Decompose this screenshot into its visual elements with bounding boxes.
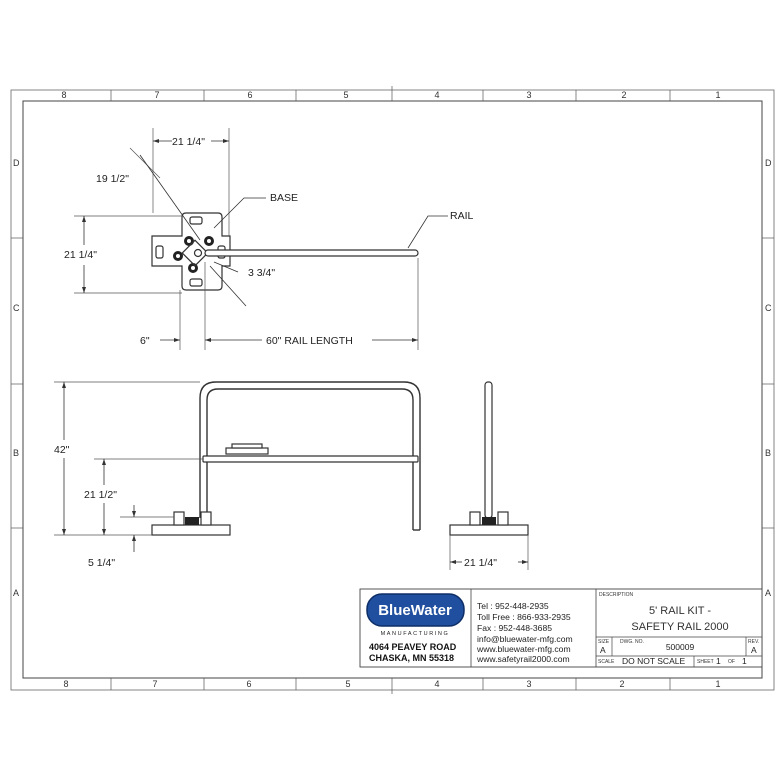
rail-pipe-outer [199,381,421,530]
scale-value: DO NOT SCALE [622,656,685,666]
zone-bottom-4: 4 [434,679,439,689]
address-line1: 4064 PEAVEY ROAD [369,642,457,652]
dim-rail-offset: 3 3/4" [248,267,275,279]
title-block: BlueWater MANUFACTURING 4064 PEAVEY ROAD… [359,588,763,668]
zone-top-3: 3 [526,90,531,100]
description-label: DESCRIPTION [599,592,634,598]
zone-labels-left: D C B A [13,158,20,598]
zone-left-b: B [13,448,19,458]
outer-frame [10,89,775,691]
scale-label: SCALE [598,659,615,665]
arrowheads-front [62,382,136,541]
side-view: 21 1/4" [449,381,529,570]
front-view: 42" 21 1/2" 5 1/4" [54,381,421,569]
contact-web1: www.bluewater-mfg.com [476,644,571,654]
zone-right-c: C [765,303,772,313]
zone-bottom-1: 1 [715,679,720,689]
zone-top-6: 6 [247,90,252,100]
mid-rail [202,455,419,463]
slot-bottom [189,278,203,287]
sheet-value: 1 [716,656,721,666]
zone-right-d: D [765,158,772,168]
of-value: 1 [742,656,747,666]
base-plate-front [151,524,231,536]
dim-rail-length: 60" RAIL LENGTH [266,335,353,347]
contact-lines: Tel : 952-448-2935 Toll Free : 866-933-2… [476,601,573,664]
dim-mid-height: 21 1/2" [84,489,117,501]
rev-label: REV. [748,639,759,645]
zone-bottom-7: 7 [152,679,157,689]
zone-dividers [11,86,774,694]
zone-top-2: 2 [621,90,626,100]
dimension-lines-front [63,382,135,552]
label-rail: RAIL [450,210,474,222]
zone-bottom-5: 5 [345,679,350,689]
inner-border [22,100,763,679]
zone-left-a: A [13,588,19,598]
base-plate-top [151,212,231,291]
slot-left [155,245,164,259]
dim-side-width: 21 1/4" [464,557,497,569]
slot-top [189,216,203,225]
logo-text: BlueWater [378,602,452,619]
zone-labels-right: D C B A [765,158,772,598]
contact-tel: Tel : 952-448-2935 [477,601,549,611]
contact-tollfree: Toll Free : 866-933-2935 [477,612,571,622]
arrowheads-top [82,139,418,342]
zone-bottom-2: 2 [619,679,624,689]
dim-total-height: 42" [54,444,70,456]
dim-base-height: 5 1/4" [88,557,115,569]
mid-bracket [225,447,269,455]
logo-subtitle: MANUFACTURING [381,631,450,637]
of-label: OF [728,659,735,665]
zone-top-4: 4 [434,90,439,100]
rail-top-view [204,249,419,257]
top-view: BASE RAIL 21 1/4" 19 1/2" 21 1/4" 3 3/4"… [64,128,474,350]
size-label: SIZE [598,639,610,645]
leaders [213,197,448,273]
size-value: A [600,645,606,655]
zone-right-a: A [765,588,771,598]
extension-lines-top [74,128,419,350]
sheet-label: SHEET [697,659,714,665]
extension-lines-front [54,381,203,536]
zone-top-1: 1 [715,90,720,100]
zone-top-8: 8 [61,90,66,100]
base-plate-side [449,524,529,536]
description-line1: 5' RAIL KIT - [649,605,711,617]
dim-diagonal: 19 1/2" [96,173,129,185]
zone-bottom-6: 6 [246,679,251,689]
label-base: BASE [270,192,298,204]
zone-left-c: C [13,303,20,313]
address-line2: CHASKA, MN 55318 [369,653,454,663]
dim-top-width: 21 1/4" [172,136,205,148]
dim-left-height: 21 1/4" [64,249,97,261]
description-line2: SAFETY RAIL 2000 [631,621,728,633]
zone-labels-top: 8 7 6 5 4 3 2 1 [61,90,720,100]
zone-bottom-3: 3 [526,679,531,689]
dwg-no-value: 500009 [666,642,695,652]
dim-pipe-offset: 6" [140,335,150,347]
rail-pipe-inner [206,388,414,530]
rev-value: A [751,645,757,655]
contact-email: info@bluewater-mfg.com [477,634,573,644]
bluewater-logo [366,593,465,627]
zone-top-5: 5 [343,90,348,100]
zone-left-d: D [13,158,20,168]
zone-top-7: 7 [154,90,159,100]
contact-web2: www.safetyrail2000.com [476,654,570,664]
contact-fax: Fax : 952-448-3685 [477,623,552,633]
zone-labels-bottom: 8 7 6 5 4 3 2 1 [63,679,720,689]
post-side [484,381,493,519]
socket [181,239,209,267]
dimension-lines-top [83,140,418,341]
dwg-no-label: DWG. NO. [620,639,644,645]
zone-right-b: B [765,448,771,458]
zone-bottom-8: 8 [63,679,68,689]
